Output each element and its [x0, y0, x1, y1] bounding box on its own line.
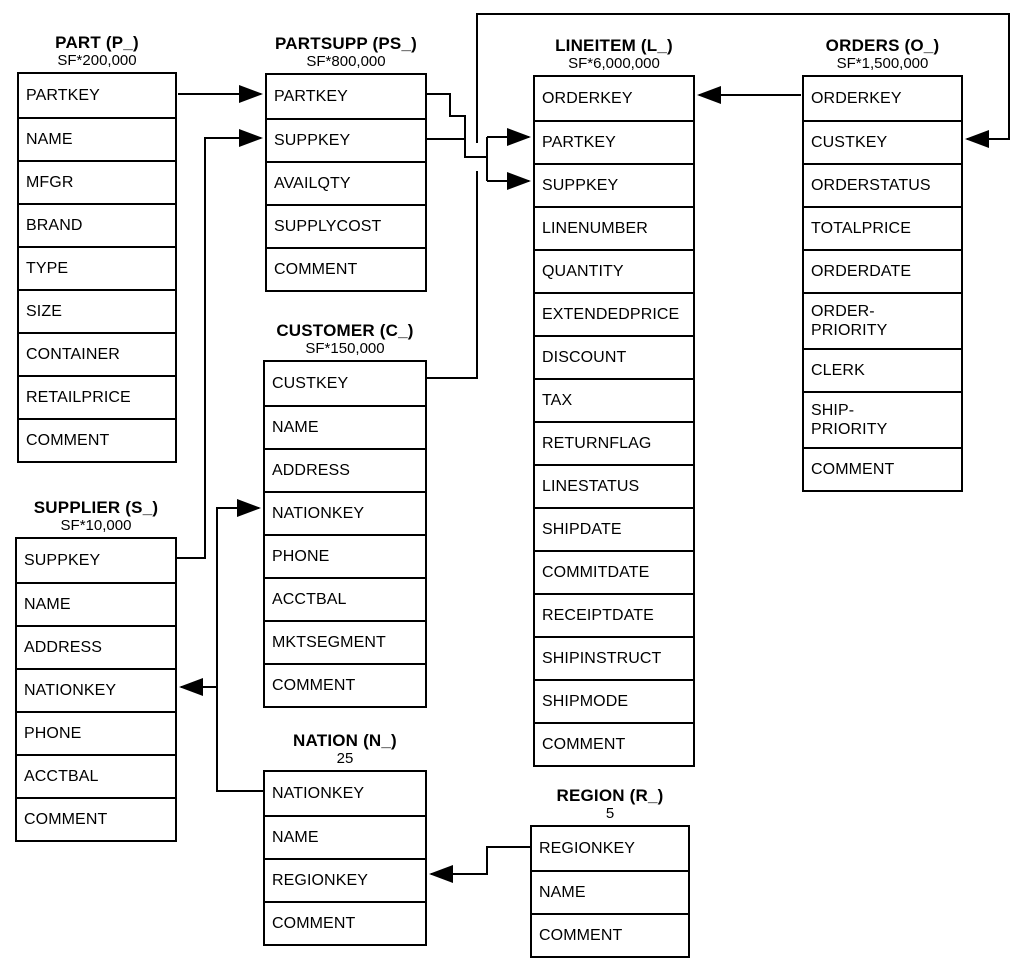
field-partsupp-partkey: PARTKEY [274, 88, 348, 105]
field-part-retailprice: RETAILPRICE [19, 375, 175, 418]
field-nation-comment: COMMENT [265, 901, 425, 944]
field-part-type: TYPE [19, 246, 175, 289]
table-cardinality-part: SF*200,000 [57, 52, 137, 69]
field-customer-mktsegment: MKTSEGMENT [265, 620, 425, 663]
field-partsupp-suppkey: SUPPKEY [267, 118, 425, 161]
field-part-partkey: PARTKEY [26, 87, 100, 104]
table-cardinality-supplier: SF*10,000 [60, 517, 132, 534]
field-customer-acctbal: ACCTBAL [265, 577, 425, 620]
field-orders-orderstatus: ORDERSTATUS [804, 163, 961, 206]
field-lineitem-tax: TAX [535, 378, 693, 421]
field-orders-orderkey: ORDERKEY [811, 90, 902, 107]
field-lineitem-suppkey: SUPPKEY [535, 163, 693, 206]
field-lineitem-returnflag: RETURNFLAG [535, 421, 693, 464]
field-part-mfgr: MFGR [19, 160, 175, 203]
field-part-comment: COMMENT [19, 418, 175, 461]
field-customer-comment: COMMENT [265, 663, 425, 706]
field-partsupp-availqty: AVAILQTY [267, 161, 425, 204]
table-title-supplier: SUPPLIER (S_) [33, 498, 159, 517]
table-cardinality-region: 5 [605, 805, 615, 822]
field-lineitem-partkey: PARTKEY [535, 120, 693, 163]
field-customer-custkey: CUSTKEY [272, 375, 349, 392]
table-cardinality-partsupp: SF*800,000 [306, 53, 386, 70]
field-supplier-acctbal: ACCTBAL [17, 754, 175, 797]
field-lineitem-linestatus: LINESTATUS [535, 464, 693, 507]
field-lineitem-commitdate: COMMITDATE [535, 550, 693, 593]
table-title-partsupp: PARTSUPP (PS_) [275, 34, 417, 53]
field-part-container: CONTAINER [19, 332, 175, 375]
field-region-name: NAME [532, 870, 688, 913]
field-nation-regionkey: REGIONKEY [265, 858, 425, 901]
field-lineitem-quantity: QUANTITY [535, 249, 693, 292]
field-customer-name: NAME [265, 405, 425, 448]
field-part-brand: BRAND [19, 203, 175, 246]
field-part-size: SIZE [19, 289, 175, 332]
table-cardinality-customer: SF*150,000 [305, 340, 385, 357]
field-customer-nationkey: NATIONKEY [265, 491, 425, 534]
relationship-region-regionkey-to-nation [429, 846, 530, 883]
field-supplier-comment: COMMENT [17, 797, 175, 840]
table-title-orders: ORDERS (O_) [825, 36, 940, 55]
field-lineitem-shipinstruct: SHIPINSTRUCT [535, 636, 693, 679]
field-lineitem-discount: DISCOUNT [535, 335, 693, 378]
field-orders-custkey: CUSTKEY [804, 120, 961, 163]
field-supplier-phone: PHONE [17, 711, 175, 754]
field-nation-name: NAME [265, 815, 425, 858]
field-orders-order-priority: ORDER- PRIORITY [804, 292, 961, 348]
table-title-lineitem: LINEITEM (L_) [555, 36, 673, 55]
table-cardinality-nation: 25 [336, 750, 354, 767]
field-orders-clerk: CLERK [804, 348, 961, 391]
field-orders-comment: COMMENT [804, 447, 961, 490]
field-part-name: NAME [19, 117, 175, 160]
field-customer-address: ADDRESS [265, 448, 425, 491]
table-title-region: REGION (R_) [556, 786, 664, 805]
table-title-customer: CUSTOMER (C_) [276, 321, 414, 340]
field-lineitem-extendedprice: EXTENDEDPRICE [535, 292, 693, 335]
field-orders-orderdate: ORDERDATE [804, 249, 961, 292]
field-supplier-suppkey: SUPPKEY [24, 552, 101, 569]
field-lineitem-shipmode: SHIPMODE [535, 679, 693, 722]
field-partsupp-comment: COMMENT [267, 247, 425, 290]
field-partsupp-supplycost: SUPPLYCOST [267, 204, 425, 247]
table-cardinality-lineitem: SF*6,000,000 [568, 55, 660, 72]
field-lineitem-receiptdate: RECEIPTDATE [535, 593, 693, 636]
field-region-regionkey: REGIONKEY [539, 840, 636, 857]
field-customer-phone: PHONE [265, 534, 425, 577]
field-lineitem-shipdate: SHIPDATE [535, 507, 693, 550]
field-supplier-name: NAME [17, 582, 175, 625]
field-lineitem-linenumber: LINENUMBER [535, 206, 693, 249]
field-supplier-address: ADDRESS [17, 625, 175, 668]
field-lineitem-comment: COMMENT [535, 722, 693, 765]
field-orders-totalprice: TOTALPRICE [804, 206, 961, 249]
table-title-nation: NATION (N_) [293, 731, 397, 750]
table-cardinality-orders: SF*1,500,000 [836, 55, 929, 72]
field-region-comment: COMMENT [532, 913, 688, 956]
field-lineitem-orderkey: ORDERKEY [542, 90, 633, 107]
relationship-partsupp-to-lineitem [427, 93, 531, 190]
table-title-part: PART (P_) [55, 33, 139, 52]
field-orders-ship-priority: SHIP- PRIORITY [804, 391, 961, 447]
field-supplier-nationkey: NATIONKEY [17, 668, 175, 711]
field-nation-nationkey: NATIONKEY [272, 785, 365, 802]
